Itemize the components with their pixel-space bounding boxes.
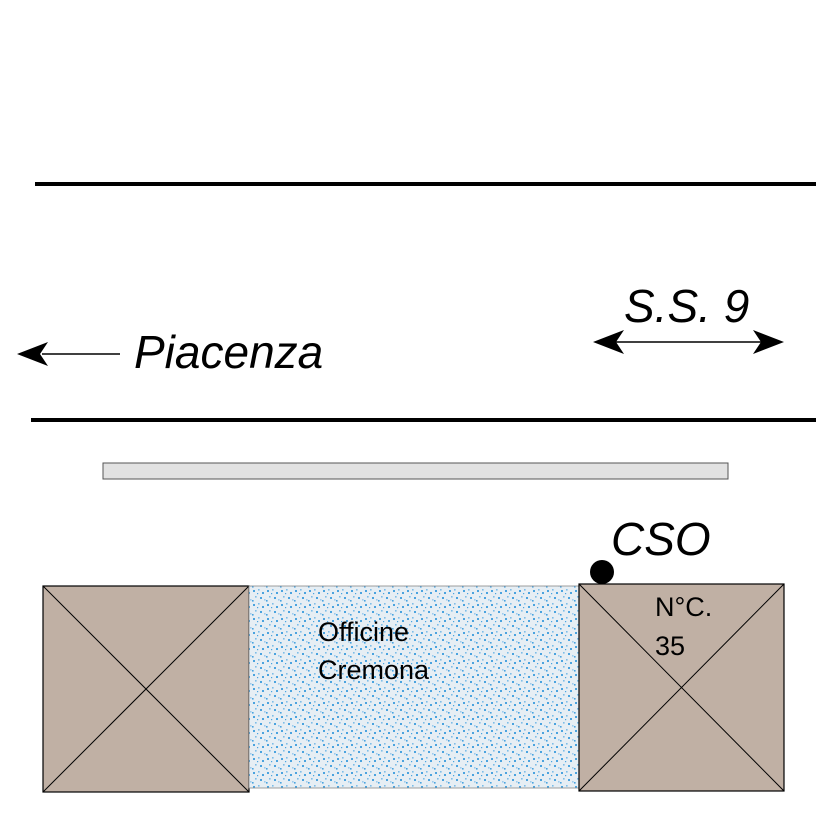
road-name-label: S.S. 9 <box>624 280 749 332</box>
double-headed-arrow-icon <box>593 330 784 354</box>
house-number-line1: N°C. <box>655 592 712 622</box>
point-label: CSO <box>611 513 711 565</box>
direction-label: Piacenza <box>134 326 323 378</box>
building-left <box>42 585 250 793</box>
left-arrow-icon <box>17 342 120 366</box>
house-number-line2: 35 <box>655 631 685 661</box>
point-marker-icon <box>590 560 614 584</box>
sidewalk-strip <box>102 462 729 480</box>
building-name-line1: Officine <box>318 617 409 647</box>
building-name-line2: Cremona <box>318 655 430 685</box>
officine-cremona-area <box>248 585 580 789</box>
building-right <box>578 583 785 792</box>
